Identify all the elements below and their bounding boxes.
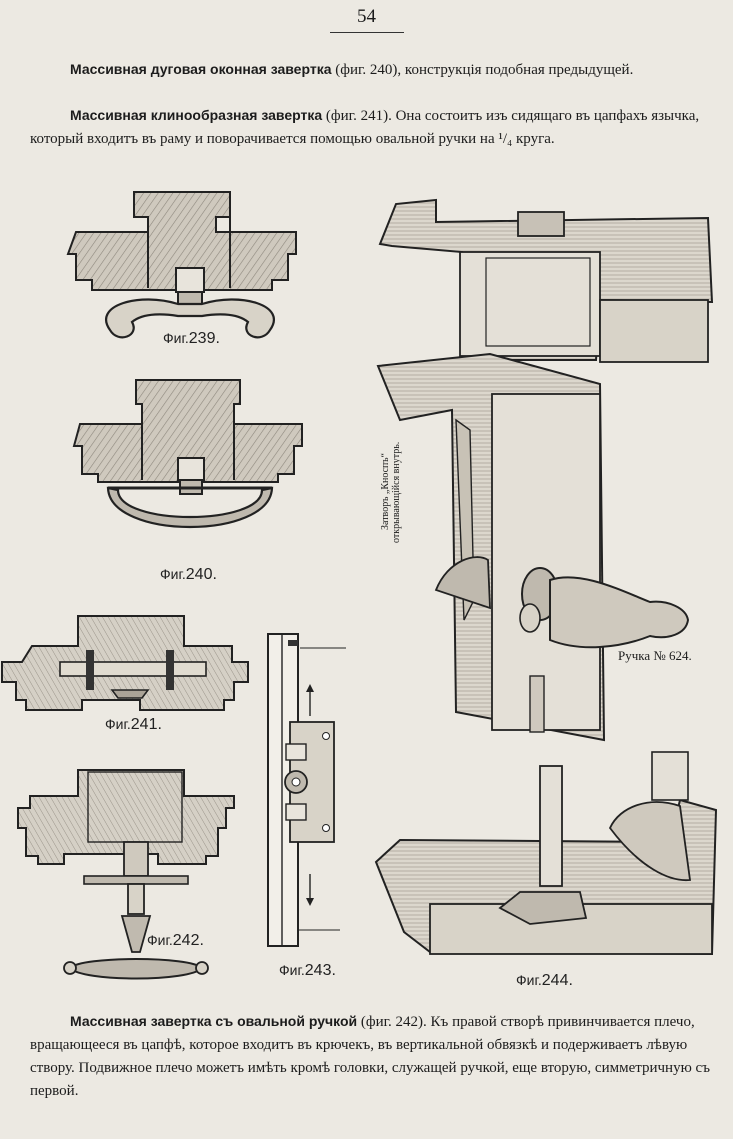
label-handle-624: Ручка № 624. (618, 648, 692, 663)
frame-top-view (378, 198, 714, 363)
paragraph-body: (фиг. 240), конструкція подобная предыду… (331, 62, 634, 78)
caption-fig243: Фиг.243. (279, 962, 336, 979)
paragraph-title: Массивная клинообразная завертка (70, 107, 323, 123)
caption-fig242: Фиг.242. (147, 932, 204, 949)
paragraph-title: Массивная дуговая оконная завертка (70, 61, 332, 77)
espagnolette-243-drawing (267, 633, 346, 947)
paragraph-fig242: Массивная завертка съ овальной ручкой (ф… (30, 1010, 725, 1103)
page-number-rule (330, 32, 404, 33)
paragraph-title: Массивная завертка съ овальной ручкой (70, 1013, 358, 1029)
page-number: 54 (357, 6, 376, 27)
latch-239-drawing (66, 191, 297, 339)
paragraph-body: (фиг. 241). Она состоитъ изъ сидящаго въ… (30, 108, 700, 147)
caption-fig240: Фиг.240. (160, 566, 217, 583)
frame-bottom-view (374, 751, 718, 956)
caption-fig244: Фиг.244. (516, 972, 573, 989)
caption-fig241: Фиг.241. (105, 716, 162, 733)
label-latch-text: Затворъ „Кноспъ“ открывающійся внутрь. (380, 441, 402, 543)
latch-240-drawing (72, 379, 303, 528)
caption-fig239: Фиг.239. (163, 330, 220, 347)
paragraph-fig240: Массивная дуговая оконная завертка (фиг.… (30, 58, 725, 82)
latch-241-drawing (1, 615, 249, 711)
paragraph-fig241: Массивная клинообразная завертка (фиг. 2… (30, 104, 725, 151)
paragraph-body: (фиг. 242). Къ правой створѣ привинчивае… (30, 1014, 710, 1099)
